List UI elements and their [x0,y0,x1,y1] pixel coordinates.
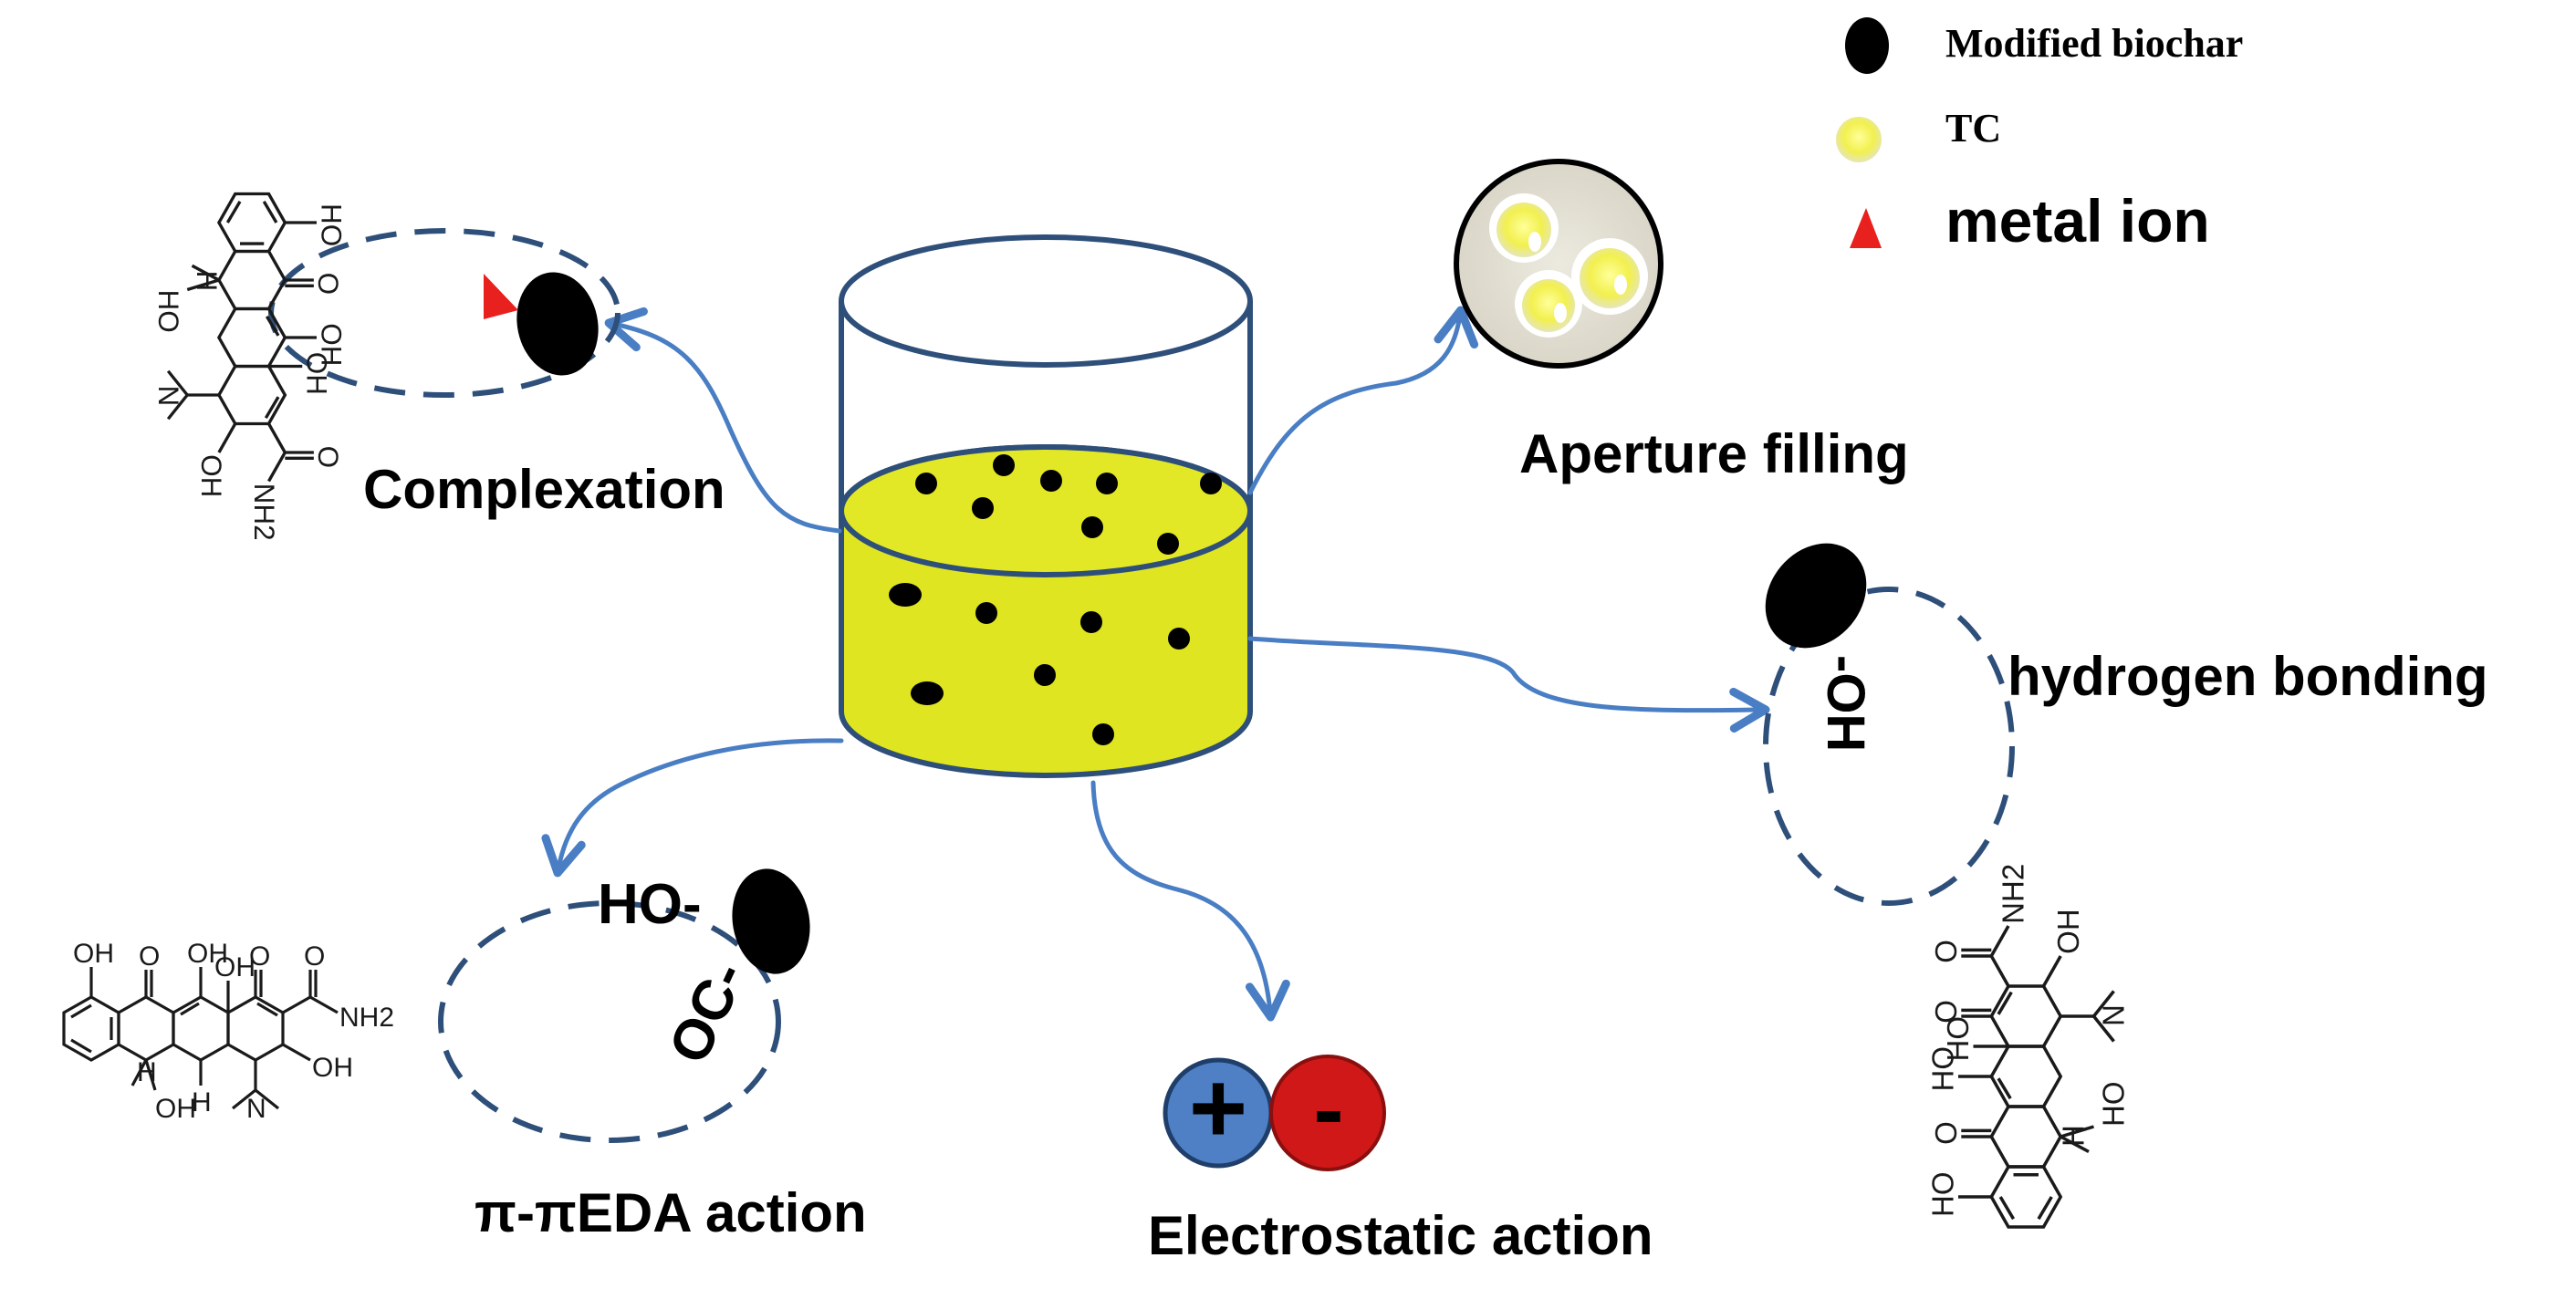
chem-label: OH [315,323,348,366]
label-pi-eda: π-πEDA action [475,1182,867,1243]
legend: Modified biochar TC metal ion [1836,17,2243,255]
label-electrostatic: Electrostatic action [1148,1205,1653,1266]
aperture-filling-icon [1454,159,1663,369]
pi-eda-group: HO- OC- [438,868,810,1143]
negative-charge [1269,1055,1386,1171]
chem-label: HO [152,290,185,333]
arrow-to-pi [541,738,844,878]
arrow-to-complexation [604,307,842,534]
hbond-group: -OH [1763,543,2015,906]
tc-in-pore [1489,193,1559,263]
electrostatic-icon: + - [1163,1052,1386,1171]
chem-label: HO [2097,1082,2131,1128]
biochar-particle [516,272,599,376]
chem-label: O [139,941,160,972]
tetracycline-structure: HO O HO HO O O NH2 OH H HO N [1926,864,2131,1229]
chem-label: OH [301,352,334,395]
beaker [839,234,1253,778]
legend-item-biochar: Modified biochar [1845,17,2243,74]
chem-label: H [192,1087,212,1117]
chem-label: OH [155,1094,196,1124]
mechanism-arrows [541,306,1770,1022]
chem-label: NH2 [248,483,281,541]
chem-label: O [312,273,345,295]
beaker-rim [839,234,1253,368]
yellow-sphere-icon [1836,117,1882,162]
chem-label: OH [2051,909,2085,954]
black-ellipse-icon [1845,17,1889,74]
chem-label: O [304,941,325,972]
chem-label: OH [312,1053,353,1083]
arrow-to-electrostatic [1090,780,1290,1022]
metal-ion-triangle [484,274,518,319]
red-triangle-icon [1850,208,1882,248]
legend-label: Modified biochar [1945,21,2243,66]
chem-label: NH2 [339,1003,394,1033]
chem-label: OH [187,939,228,969]
tetracycline-structure: HO O OH OH O NH2 OH H HO N [152,192,348,541]
chem-label: N [152,386,185,407]
plus-sign: + [1189,1052,1247,1164]
label-hydrogen-bonding: hydrogen bonding [2008,646,2488,707]
biochar-particles [889,454,1222,745]
chem-label: OH [214,952,256,982]
legend-label: metal ion [1945,187,2210,255]
oh-group-label: -OH [1816,655,1875,752]
chem-label: H [137,1057,157,1087]
chem-label: O [312,446,345,469]
liquid-surface [839,444,1253,577]
chem-label: HO [315,203,348,246]
arrow-to-aperture [1247,306,1479,495]
chem-label: N [2097,1004,2131,1026]
biochar-particle [732,868,810,974]
label-aperture-filling: Aperture filling [1519,423,1909,484]
arrow-to-hbond [1247,636,1770,733]
chem-label: O [249,941,270,972]
tc-in-pore [1571,238,1648,315]
biochar-particle [1765,543,1867,649]
oc-group-label: OC- [657,952,758,1073]
legend-item-tc: TC [1836,106,2001,162]
chem-label: O [1929,1121,1963,1145]
ho-group-label: HO- [598,873,702,936]
chem-label: HO [1926,1046,1960,1092]
legend-item-metal-ion: metal ion [1850,187,2210,255]
chem-label: O [1929,940,1963,963]
chem-label: HO [1926,1172,1960,1218]
label-complexation: Complexation [363,459,725,520]
tc-in-pore [1515,270,1582,338]
legend-label: TC [1945,106,2001,151]
chem-label: H [2057,1125,2091,1147]
chem-label: OH [73,939,114,969]
chem-label: HO [1941,1016,1975,1062]
chem-label: H [191,271,224,292]
chem-label: O [1929,1000,1963,1024]
chem-label: NH2 [1997,864,2030,924]
pi-dashed-ring [438,900,781,1143]
chem-label: N [246,1094,266,1124]
hbond-dashed-ring [1763,587,2015,906]
chem-label: OH [195,454,228,497]
tetracycline-structure: OH O OH OH O O NH2 OH H H OH N [62,939,394,1124]
minus-sign: - [1313,1058,1343,1160]
